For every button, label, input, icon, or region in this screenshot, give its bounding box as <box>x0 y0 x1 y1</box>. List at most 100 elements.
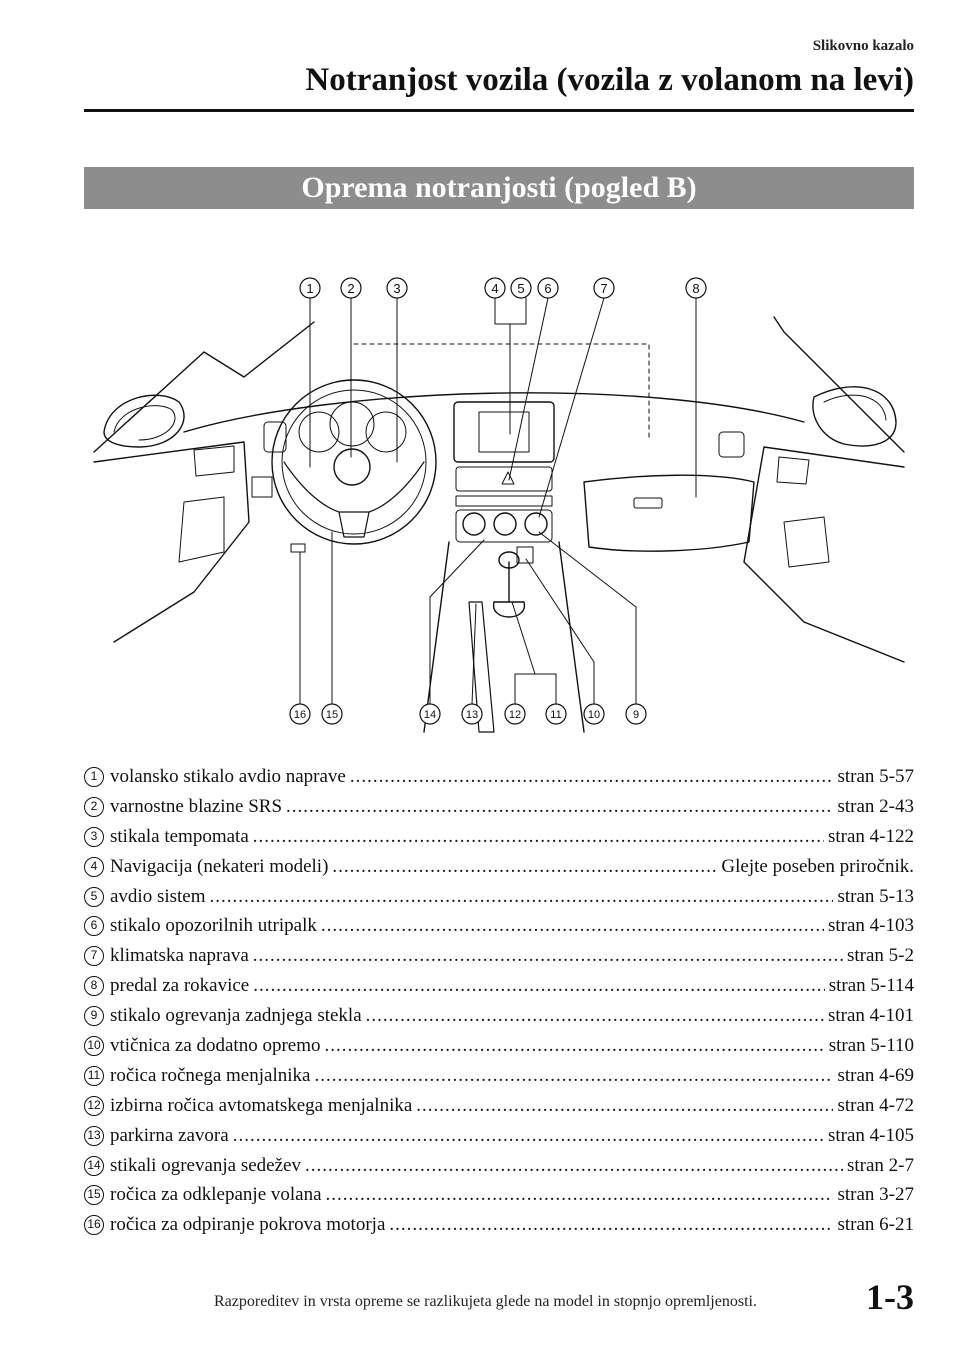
climate-knob-left <box>462 512 486 536</box>
page-reference: stran 4-69 <box>837 1064 914 1086</box>
steering-wheel-outer <box>271 379 437 545</box>
legend-number: 3 <box>84 826 104 847</box>
chapter-label: Slikovno kazalo <box>812 38 914 54</box>
legend-label: vtičnica za dodatno opremo <box>110 1034 321 1056</box>
left-door <box>93 441 250 643</box>
callout-13: 13 <box>466 709 478 721</box>
page-reference: stran 5-110 <box>828 1034 914 1056</box>
callout-5: 5 <box>517 281 524 296</box>
page-reference: stran 4-101 <box>827 1005 914 1027</box>
legend-item: 5 avdio sistem...........................… <box>84 882 914 912</box>
page-reference: stran 4-122 <box>827 825 914 847</box>
callout-10: 10 <box>588 709 600 721</box>
legend-number: 11 <box>84 1065 104 1086</box>
callouts-bottom: 16 15 14 13 12 11 10 9 <box>289 703 647 725</box>
leader-dots: ........................................… <box>304 1154 843 1176</box>
legend-number: 13 <box>84 1125 104 1146</box>
legend-label: avdio sistem <box>110 885 206 907</box>
legend-item: 4 Navigacija (nekateri modeli)...........… <box>84 852 914 882</box>
legend-label: stikalo ogrevanja zadnjega stekla <box>110 1005 362 1027</box>
legend-number: 1 <box>84 766 104 787</box>
page-reference: stran 6-21 <box>837 1214 914 1236</box>
leader-dots: ........................................… <box>332 855 718 877</box>
legend-number: 4 <box>84 856 104 877</box>
legend-number: 15 <box>84 1185 104 1206</box>
leader-dots: ........................................… <box>232 1124 824 1146</box>
glove-box <box>583 474 755 552</box>
callout-14: 14 <box>424 709 436 721</box>
page-reference: stran 5-2 <box>846 945 914 967</box>
callout-1: 1 <box>306 281 313 296</box>
callout-6: 6 <box>544 281 551 296</box>
page-reference: stran 3-27 <box>837 1184 914 1206</box>
legend-number: 8 <box>84 976 104 997</box>
callout-12: 12 <box>509 709 521 721</box>
interior-diagram: 1 2 3 4 5 6 7 8 16 15 14 13 12 11 10 9 <box>84 262 914 742</box>
legend-number: 12 <box>84 1095 104 1116</box>
page-reference: stran 5-114 <box>828 975 914 997</box>
legend-number: 10 <box>84 1035 104 1056</box>
callout-2: 2 <box>347 281 354 296</box>
parking-brake <box>468 601 495 733</box>
page-title: Notranjost vozila (vozila z volanom na l… <box>305 62 914 98</box>
page-reference: stran 2-7 <box>846 1154 914 1176</box>
leader-dots: ........................................… <box>320 915 824 937</box>
legend-label: ročica za odpiranje pokrova motorja <box>110 1214 386 1236</box>
legend-number: 6 <box>84 916 104 937</box>
legend-number: 16 <box>84 1215 104 1236</box>
legend-label: varnostne blazine SRS <box>110 795 283 817</box>
legend-label: predal za rokavice <box>110 975 250 997</box>
windshield-dashed <box>353 343 650 438</box>
legend-list: 1 volansko stikalo avdio naprave.........… <box>84 762 914 1240</box>
callout-11: 11 <box>550 709 561 721</box>
navigation-screen <box>453 401 555 463</box>
climate-knob-center <box>493 512 517 536</box>
legend-label: Navigacija (nekateri modeli) <box>110 855 329 877</box>
callout-3: 3 <box>393 281 400 296</box>
callout-9: 9 <box>633 709 639 721</box>
climate-knob-right <box>524 512 548 536</box>
legend-label: stikala tempomata <box>110 825 249 847</box>
leader-dots: ........................................… <box>325 1184 834 1206</box>
legend-number: 9 <box>84 1006 104 1027</box>
right-mirror <box>812 386 897 447</box>
legend-label: izbirna ročica avtomatskega menjalnika <box>110 1094 413 1116</box>
legend-label: ročica ročnega menjalnika <box>110 1064 311 1086</box>
legend-item: 13 parkirna zavora.......................… <box>84 1121 914 1151</box>
right-door <box>743 446 905 663</box>
left-mirror <box>103 394 185 448</box>
section-banner: Oprema notranjosti (pogled B) <box>84 167 914 209</box>
page-reference: stran 4-103 <box>827 915 914 937</box>
left-a-pillar <box>93 321 315 453</box>
leader-dots: ........................................… <box>253 975 824 997</box>
gear-lever <box>493 561 525 618</box>
legend-number: 5 <box>84 886 104 907</box>
page-reference: stran 2-43 <box>837 795 914 817</box>
page-reference: stran 5-57 <box>837 765 914 787</box>
legend-label: stikali ogrevanja sedežev <box>110 1154 301 1176</box>
leader-dots: ........................................… <box>416 1094 834 1116</box>
legend-label: parkirna zavora <box>110 1124 229 1146</box>
callouts-top: 1 2 3 4 5 6 7 8 <box>299 277 707 299</box>
steering-wheel-hub <box>333 448 371 486</box>
leader-dots: ........................................… <box>252 945 843 967</box>
callout-15: 15 <box>326 709 338 721</box>
page-reference: stran 4-105 <box>827 1124 914 1146</box>
page-reference: stran 5-13 <box>837 885 914 907</box>
legend-item: 12 izbirna ročica avtomatskega menjalnika… <box>84 1091 914 1121</box>
legend-number: 14 <box>84 1155 104 1176</box>
callout-8: 8 <box>692 281 699 296</box>
legend-item: 8 predal za rokavice.....................… <box>84 971 914 1001</box>
leader-dots: ........................................… <box>209 885 834 907</box>
callout-7: 7 <box>600 281 607 296</box>
legend-label: volansko stikalo avdio naprave <box>110 765 346 787</box>
callout-16: 16 <box>294 709 306 721</box>
footer-note: Razporeditev in vrsta opreme se razlikuj… <box>214 1293 757 1310</box>
